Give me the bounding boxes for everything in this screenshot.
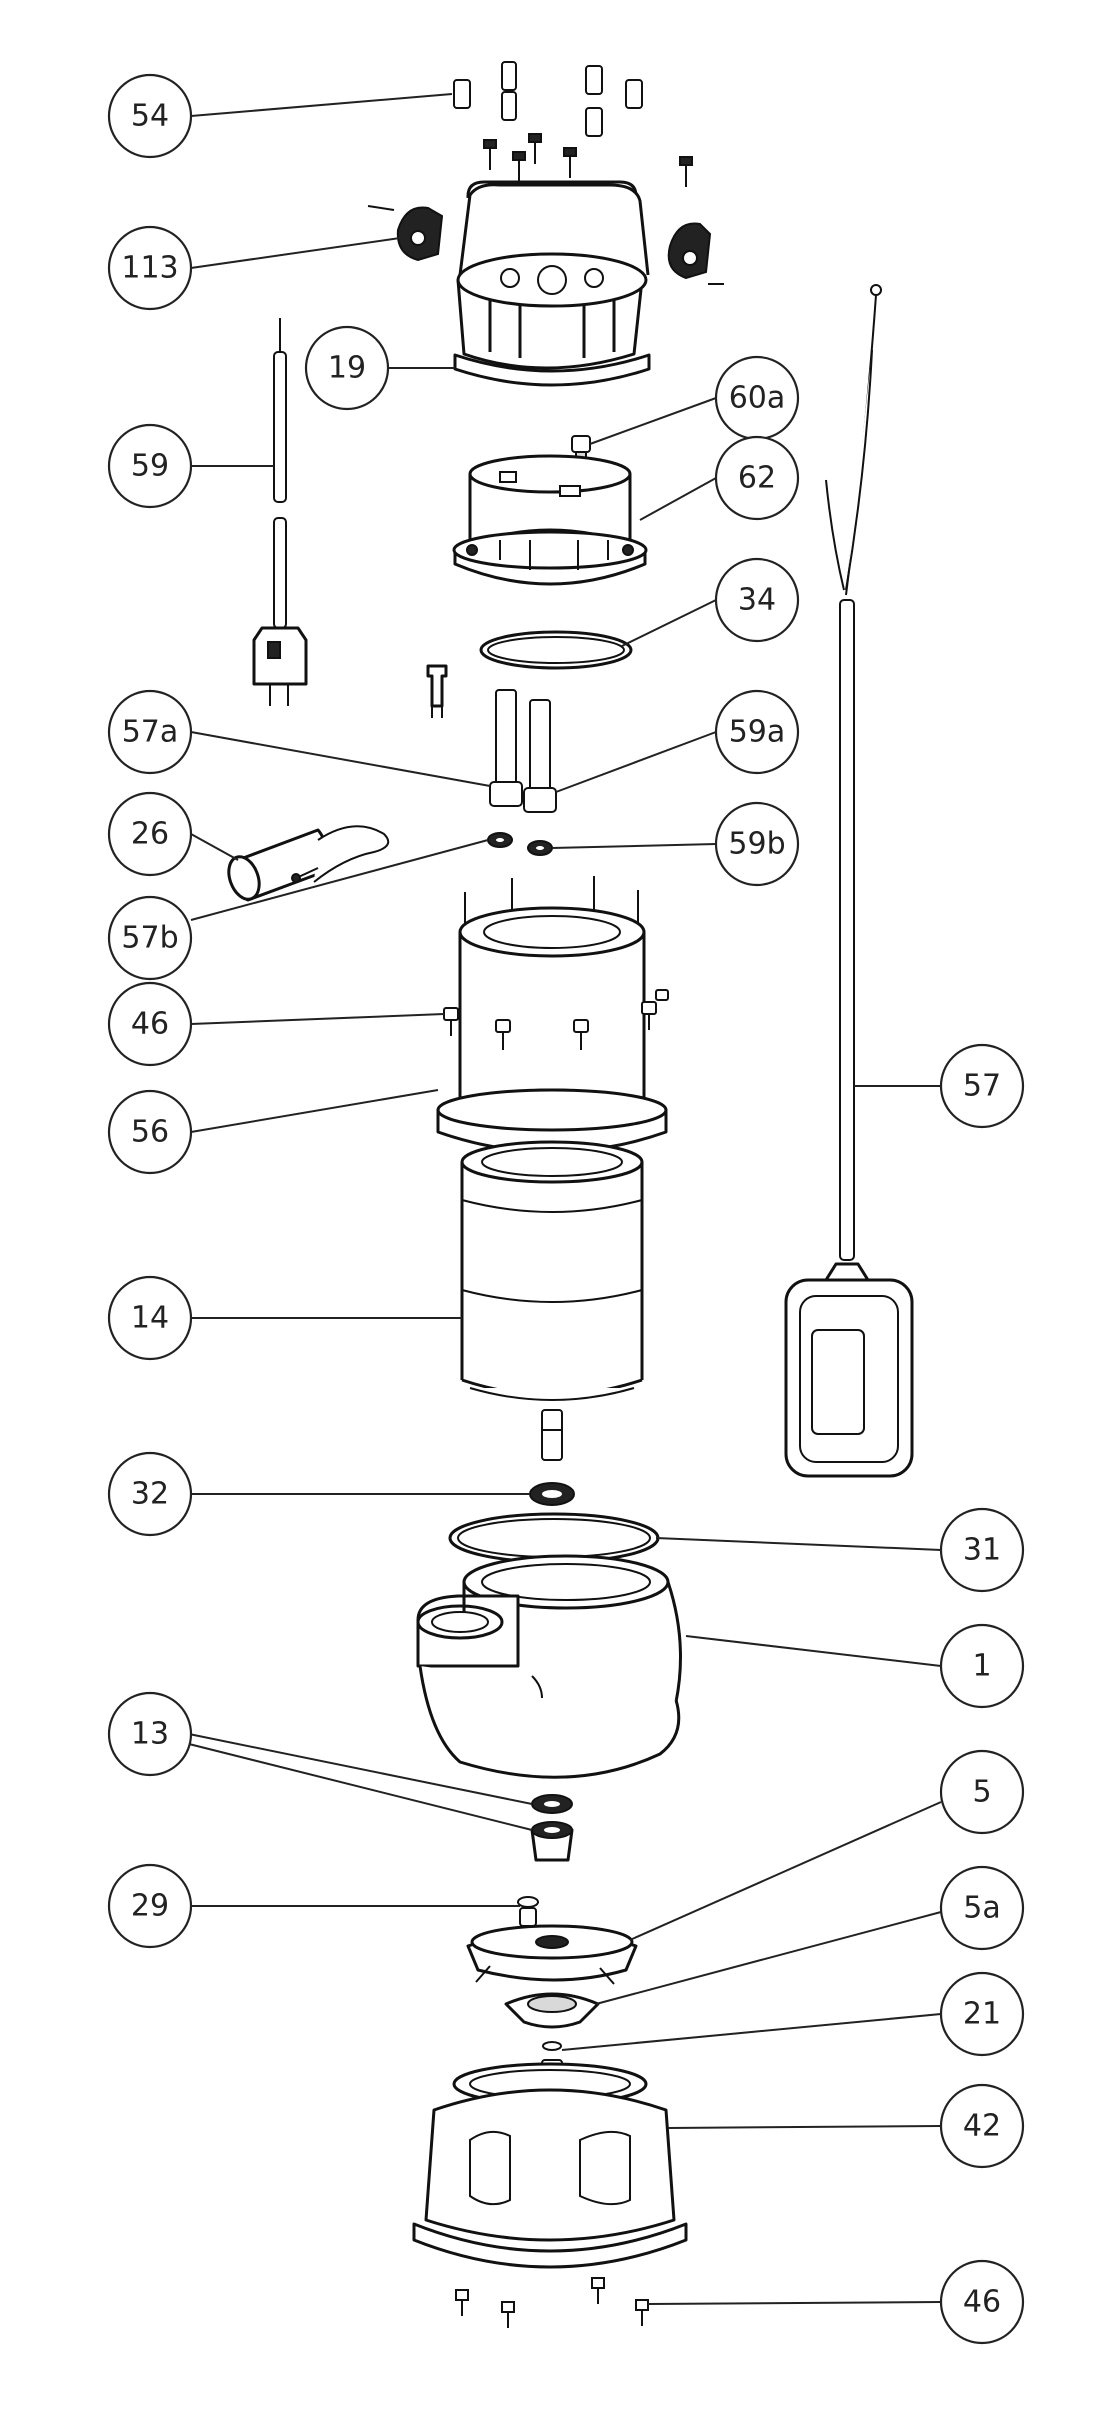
svg-text:59a: 59a bbox=[729, 715, 786, 750]
balloon-19: 19 bbox=[304, 325, 390, 411]
svg-text:113: 113 bbox=[121, 251, 178, 286]
part-1-pump-body bbox=[416, 1554, 682, 1779]
part-14-motor bbox=[460, 1140, 644, 1461]
part-56-motor-housing bbox=[436, 876, 669, 1154]
svg-text:34: 34 bbox=[738, 583, 776, 618]
svg-text:31: 31 bbox=[963, 1533, 1001, 1568]
svg-text:1: 1 bbox=[972, 1649, 991, 1684]
svg-text:46: 46 bbox=[963, 2285, 1001, 2320]
balloon-113: 113 bbox=[107, 225, 193, 311]
part-13-seal bbox=[530, 1794, 574, 1862]
part-32-bearing bbox=[529, 1482, 575, 1506]
svg-text:56: 56 bbox=[131, 1115, 169, 1150]
svg-text:14: 14 bbox=[131, 1301, 169, 1336]
balloon-57a: 57a bbox=[107, 689, 193, 775]
svg-text:29: 29 bbox=[131, 1889, 169, 1924]
part-31-gasket bbox=[448, 1512, 660, 1564]
balloon-32: 32 bbox=[107, 1451, 193, 1537]
balloon-13: 13 bbox=[107, 1691, 193, 1777]
leader-lines bbox=[188, 93, 942, 2305]
part-57a-sleeve bbox=[489, 689, 523, 807]
balloon-29: 29 bbox=[107, 1863, 193, 1949]
part-59b-57b-nuts bbox=[487, 832, 553, 856]
part-54-pins bbox=[453, 61, 643, 137]
part-cable-gland bbox=[426, 664, 448, 718]
balloon-5a: 5a bbox=[939, 1865, 1025, 1951]
svg-text:19: 19 bbox=[328, 351, 366, 386]
part-5a-diffuser bbox=[504, 1992, 600, 2029]
part-42-base bbox=[412, 2062, 688, 2269]
balloon-46-upper: 46 bbox=[107, 981, 193, 1067]
balloon-59: 59 bbox=[107, 423, 193, 509]
balloon-56: 56 bbox=[107, 1089, 193, 1175]
balloon-46-lower: 46 bbox=[939, 2259, 1025, 2345]
part-46-bottom-screws bbox=[455, 2277, 649, 2328]
balloon-26: 26 bbox=[107, 791, 193, 877]
balloon-62: 62 bbox=[714, 435, 800, 521]
svg-text:59: 59 bbox=[131, 449, 169, 484]
balloon-57: 57 bbox=[939, 1043, 1025, 1129]
svg-text:60a: 60a bbox=[729, 381, 786, 416]
balloon-34: 34 bbox=[714, 557, 800, 643]
svg-text:57: 57 bbox=[963, 1069, 1001, 1104]
part-19-top-cover bbox=[453, 180, 651, 387]
balloon-5: 5 bbox=[939, 1749, 1025, 1835]
part-screws-top bbox=[483, 133, 693, 187]
part-5-impeller bbox=[466, 1924, 638, 1985]
part-59a-sleeve bbox=[523, 699, 557, 813]
balloon-31: 31 bbox=[939, 1507, 1025, 1593]
balloon-21: 21 bbox=[939, 1971, 1025, 2057]
part-62-motor-cap bbox=[452, 454, 648, 586]
part-57-float-switch bbox=[784, 284, 914, 1478]
svg-text:57b: 57b bbox=[121, 921, 178, 956]
svg-text:32: 32 bbox=[131, 1477, 169, 1512]
svg-text:5: 5 bbox=[972, 1775, 991, 1810]
balloon-57b: 57b bbox=[107, 895, 193, 981]
balloon-59b: 59b bbox=[714, 801, 800, 887]
part-26-capacitor bbox=[227, 825, 390, 902]
svg-text:59b: 59b bbox=[728, 827, 785, 862]
part-34-o-ring bbox=[479, 630, 633, 670]
svg-text:21: 21 bbox=[963, 1997, 1001, 2032]
svg-text:26: 26 bbox=[131, 817, 169, 852]
svg-text:5a: 5a bbox=[963, 1891, 1000, 1926]
part-29-washer bbox=[517, 1896, 539, 1927]
svg-text:57a: 57a bbox=[122, 715, 179, 750]
balloon-1: 1 bbox=[939, 1623, 1025, 1709]
part-113-clamps bbox=[367, 205, 724, 285]
svg-text:54: 54 bbox=[131, 99, 169, 134]
part-59-power-cable bbox=[252, 318, 308, 706]
balloon-54: 54 bbox=[107, 73, 193, 159]
part-46-housing-screws bbox=[443, 989, 669, 1050]
balloon-59a: 59a bbox=[714, 689, 800, 775]
balloon-60a: 60a bbox=[714, 355, 800, 441]
balloon-42: 42 bbox=[939, 2083, 1025, 2169]
svg-text:62: 62 bbox=[738, 461, 776, 496]
svg-text:46: 46 bbox=[131, 1007, 169, 1042]
svg-text:42: 42 bbox=[963, 2109, 1001, 2144]
svg-text:13: 13 bbox=[131, 1717, 169, 1752]
balloon-14: 14 bbox=[107, 1275, 193, 1361]
